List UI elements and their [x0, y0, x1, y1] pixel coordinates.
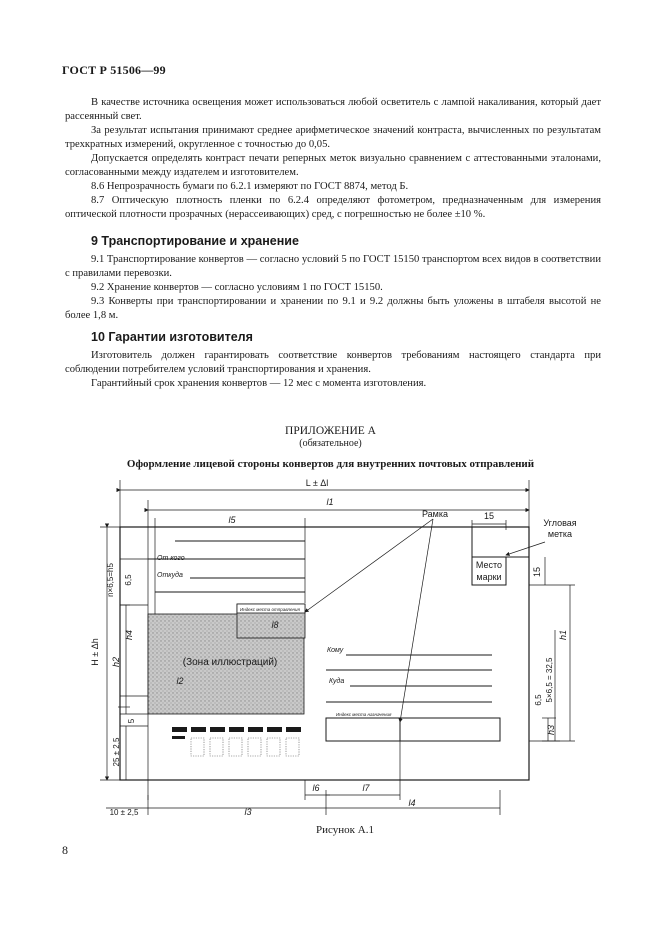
appendix-title: Оформление лицевой стороны конвертов для… — [126, 458, 535, 470]
dim-15-width: 15 — [484, 511, 494, 521]
dim-h2-label: h2 — [111, 657, 121, 667]
appendix-status: (обязательное) — [299, 438, 362, 449]
dim-H-label: H ± Δh — [90, 638, 100, 665]
recipient-lines — [326, 654, 492, 703]
code-marks — [172, 727, 301, 757]
dim-15-height: 15 — [532, 567, 542, 577]
corner-mark-label-2: метка — [548, 529, 572, 539]
dim-l7-label: l7 — [362, 783, 370, 793]
dim-l5-label: l5 — [228, 515, 236, 525]
dim-l8-label: l8 — [271, 620, 278, 630]
dim-l6-label: l6 — [312, 783, 319, 793]
paragraph: 9.1 Транспортирование конвертов — соглас… — [65, 254, 601, 279]
doc-code-header: ГОСТ Р 51506—99 — [62, 63, 166, 77]
dim-h3-label: h3 — [546, 725, 556, 735]
illustration-zone-label: (Зона иллюстраций) — [183, 657, 277, 668]
stamp-place-label-2: марки — [476, 572, 501, 582]
recipient-index-label: Индекс места назначения — [336, 712, 392, 717]
envelope-outline — [119, 526, 530, 781]
sender-lines — [148, 540, 305, 593]
dim-6-5-left: 6,5 — [124, 574, 133, 586]
figure-caption: Рисунок А.1 — [316, 824, 374, 836]
dim-l1-label: l1 — [326, 497, 333, 507]
dim-10-label: 10 ± 2,5 — [110, 808, 139, 817]
paragraph: 8.7 Оптическую плотность пленки по 6.2.4… — [65, 195, 601, 220]
dim-L-label: L ± Δl — [306, 478, 329, 488]
dim-h1-label: h1 — [558, 630, 568, 640]
section-10-title: 10 Гарантии изготовителя — [91, 330, 253, 344]
dim-l4-label: l4 — [408, 798, 415, 808]
from-where-label: Откуда — [157, 571, 183, 579]
text-block-section-8: В качестве источника освещения может исп… — [65, 96, 601, 222]
paragraph: В качестве источника освещения может исп… — [65, 97, 601, 122]
recipient-index-box — [325, 717, 501, 742]
text-block-section-10: Изготовитель должен гарантировать соотве… — [65, 349, 601, 391]
dim-l3-label: l3 — [244, 807, 251, 817]
page-number: 8 — [62, 843, 68, 857]
paragraph: 9.2 Хранение конвертов — согласно услови… — [91, 282, 383, 293]
to-where-label: Куда — [329, 677, 344, 685]
paragraph: Гарантийный срок хранения конвертов — 12… — [91, 378, 427, 389]
stamp-place-label-1: Место — [476, 560, 502, 570]
paragraph: 8.6 Непрозрачность бумаги по 6.2.1 измер… — [91, 181, 409, 192]
paragraph: Изготовитель должен гарантировать соотве… — [65, 350, 601, 375]
frame-label: Рамка — [422, 509, 448, 519]
dim-h4-label: h4 — [124, 630, 134, 640]
section-9-title: 9 Транспортирование и хранение — [91, 234, 299, 248]
dimension-lines — [100, 480, 575, 815]
to-whom-label: Кому — [327, 647, 344, 654]
paragraph: За результат испытания принимают среднее… — [65, 125, 601, 150]
text-block-section-9: 9.1 Транспортирование конвертов — соглас… — [65, 253, 601, 323]
corner-mark-label-1: Угловая — [543, 518, 576, 528]
dim-32-5-label: 5×6,5 = 32,5 — [545, 657, 554, 702]
appendix-label: ПРИЛОЖЕНИЕ А — [285, 425, 376, 437]
from-whom-label: От кого — [157, 555, 185, 562]
dim-25-label: 25 ± 2,5 — [112, 737, 121, 766]
dim-l2-label: l2 — [176, 676, 183, 686]
sender-index-label: Индекс места отправления — [240, 607, 300, 612]
dim-h5-label: n×6,5=h5 — [106, 563, 115, 597]
dim-6-5-right: 6,5 — [534, 694, 543, 706]
dim-5-label: 5 — [127, 718, 136, 723]
paragraph: Допускается определять контраст печати р… — [65, 153, 601, 178]
paragraph: 9.3 Конверты при транспортировании и хра… — [65, 296, 601, 321]
